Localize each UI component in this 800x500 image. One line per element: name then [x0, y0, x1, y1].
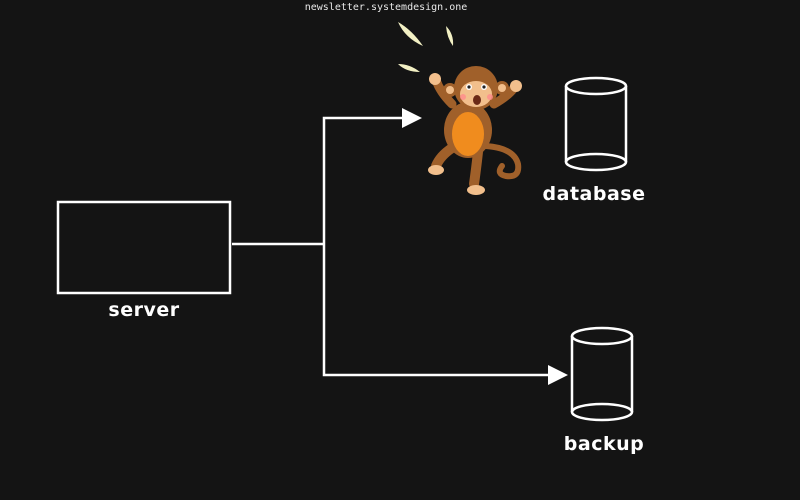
arrowhead-to-database: [402, 108, 422, 128]
backup-cylinder-icon: [570, 326, 634, 422]
arrowhead-to-backup: [548, 365, 568, 385]
server-label: server: [108, 299, 180, 321]
database-cylinder-icon: [564, 76, 628, 172]
database-label: database: [542, 183, 646, 205]
watermark: newsletter.systemdesign.one: [304, 2, 468, 13]
connector-to-backup: [322, 244, 550, 377]
backup-label: backup: [563, 433, 645, 455]
motion-marks-icon: [398, 22, 454, 72]
monkey-icon: [428, 66, 522, 195]
connector-to-database: [322, 116, 404, 244]
server-box: [56, 200, 232, 295]
